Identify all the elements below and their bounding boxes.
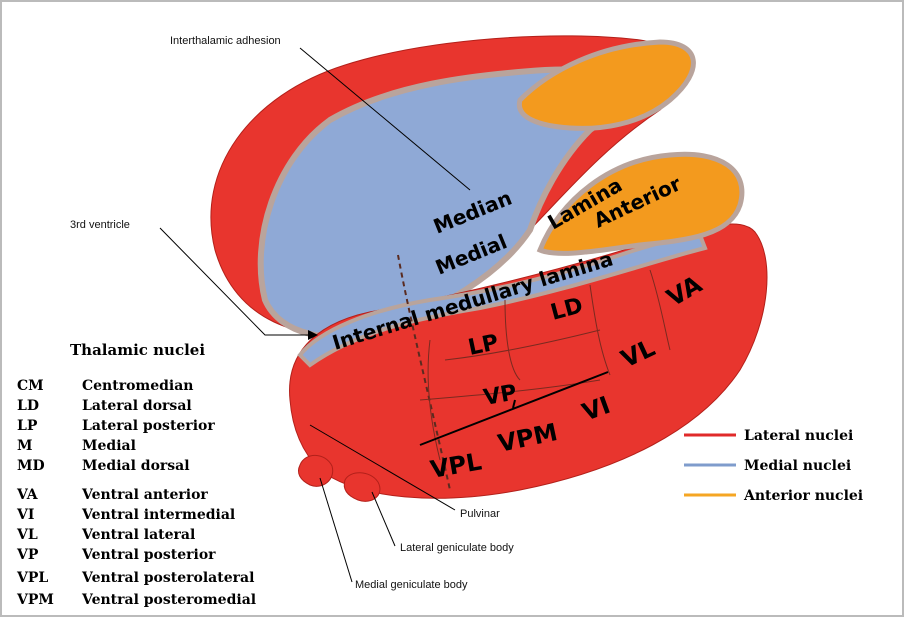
medial-geniculate-bump [298, 455, 332, 486]
key-abbr-1: LD [17, 398, 39, 414]
legend-label-lateral: Lateral nuclei [744, 428, 853, 444]
key-abbr-6: VI [16, 507, 34, 523]
key-full-6: Ventral intermedial [81, 507, 235, 523]
key-abbr-0: CM [17, 378, 44, 394]
abbreviation-key: CM Centromedian LD Lateral dorsal LP Lat… [16, 378, 256, 608]
key-abbr-8: VP [16, 547, 39, 563]
legend-label-medial: Medial nuclei [744, 458, 851, 474]
callout-lateral-geniculate: Lateral geniculate body [400, 542, 514, 554]
callout-medial-geniculate: Medial geniculate body [355, 579, 468, 591]
callout-pulvinar: Pulvinar [460, 508, 500, 520]
key-full-9: Ventral posterolateral [81, 570, 254, 586]
key-full-5: Ventral anterior [81, 487, 208, 503]
key-full-8: Ventral posterior [81, 547, 216, 563]
legend-label-anterior: Anterior nuclei [743, 488, 863, 504]
key-full-2: Lateral posterior [82, 418, 215, 434]
key-title: Thalamic nuclei [70, 341, 205, 359]
callout-third-ventricle: 3rd ventricle [70, 219, 130, 231]
key-abbr-7: VL [16, 527, 38, 543]
color-legend: Lateral nuclei Medial nuclei Anterior nu… [684, 428, 863, 504]
key-abbr-3: M [17, 438, 33, 454]
callout-interthalamic-adhesion: Interthalamic adhesion [170, 35, 281, 47]
key-abbr-2: LP [17, 418, 38, 434]
key-full-7: Ventral lateral [81, 527, 195, 543]
key-abbr-5: VA [16, 487, 39, 503]
key-full-4: Medial dorsal [82, 458, 190, 474]
key-full-1: Lateral dorsal [82, 398, 192, 414]
key-full-10: Ventral posteromedial [81, 592, 256, 608]
key-full-0: Centromedian [82, 378, 194, 394]
key-abbr-9: VPL [16, 570, 48, 586]
key-abbr-10: VPM [16, 592, 54, 608]
key-full-3: Medial [82, 438, 136, 454]
key-abbr-4: MD [17, 458, 45, 474]
